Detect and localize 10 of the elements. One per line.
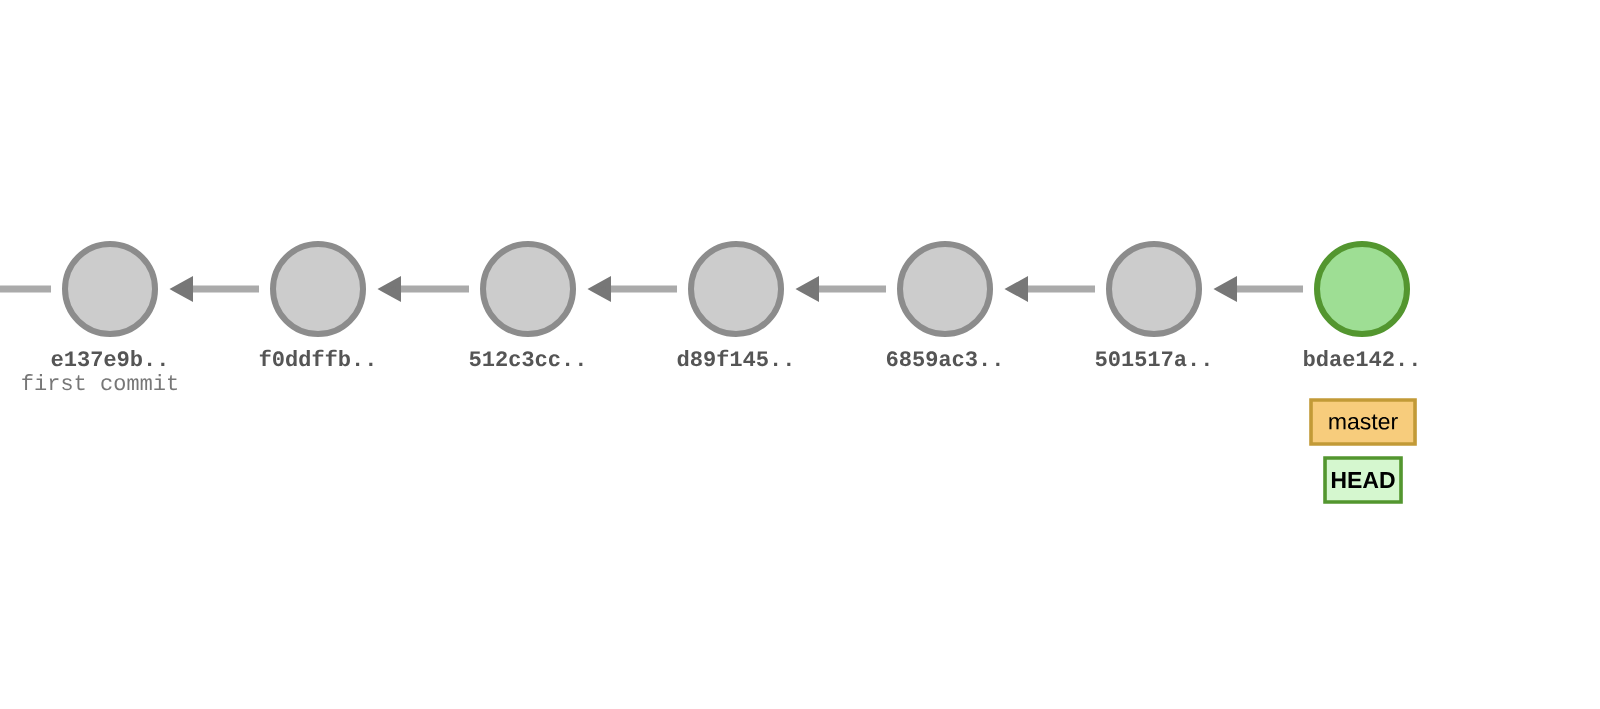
commit-hash: bdae142.. [1304,350,1417,367]
branch-label: master [1309,398,1417,446]
commit-hash: d89f145.. [677,349,791,367]
commit-hash: f0ddffb.. [259,349,373,367]
commit-message: first commit [22,374,177,391]
commit-hash: 6859ac3.. [886,351,1000,367]
commit-hash: 512c3cc.. [469,351,583,367]
head-label: HEAD [1323,456,1403,504]
commit-hash: e137e9b.. [51,350,165,367]
commit-hash: 501517a.. [1095,351,1209,367]
